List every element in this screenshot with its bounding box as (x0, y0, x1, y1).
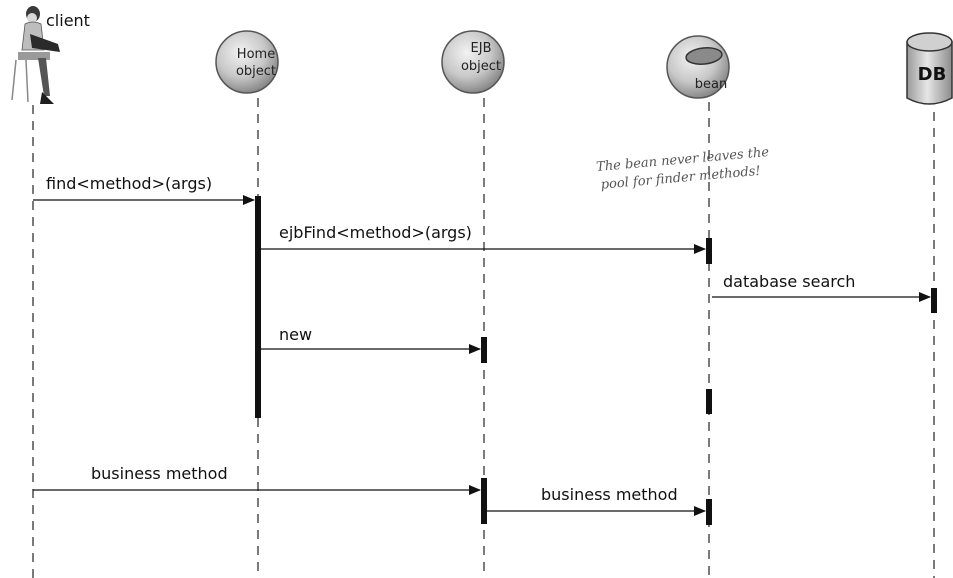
ejb-find-message-label: ejbFind<method>(args) (279, 223, 472, 242)
bean-label: bean (695, 77, 727, 92)
home-object-label-line1: Home (237, 47, 275, 62)
client-label: client (46, 11, 90, 30)
home-object-label-line2: object (236, 64, 276, 79)
bean-sphere: bean (666, 35, 730, 99)
ejb-activation-business (481, 478, 487, 524)
bean-activation-find (706, 238, 712, 264)
db-label: DB (918, 64, 947, 85)
home-object-sphere: Home object (215, 30, 279, 94)
home-activation (255, 196, 261, 418)
new-message-label: new (279, 325, 312, 344)
bean-activation-pool (706, 389, 712, 414)
db-activation (931, 288, 937, 313)
ejb-object-sphere: EJB object (441, 30, 505, 94)
note: The bean never leaves the pool for finde… (596, 145, 770, 193)
db-search-message-label: database search (723, 272, 855, 291)
business-method-client-label: business method (91, 464, 228, 483)
business-method-bean-label: business method (541, 485, 678, 504)
find-message-label: find<method>(args) (46, 174, 212, 193)
ejb-object-label-line1: EJB (471, 41, 492, 56)
client-figure-icon (11, 6, 60, 104)
database-cylinder-icon: DB (906, 32, 953, 105)
ejb-object-label-line2: object (461, 59, 501, 74)
bean-icon (685, 47, 723, 65)
ejb-activation-new (481, 337, 487, 363)
bean-activation-business (706, 499, 712, 525)
